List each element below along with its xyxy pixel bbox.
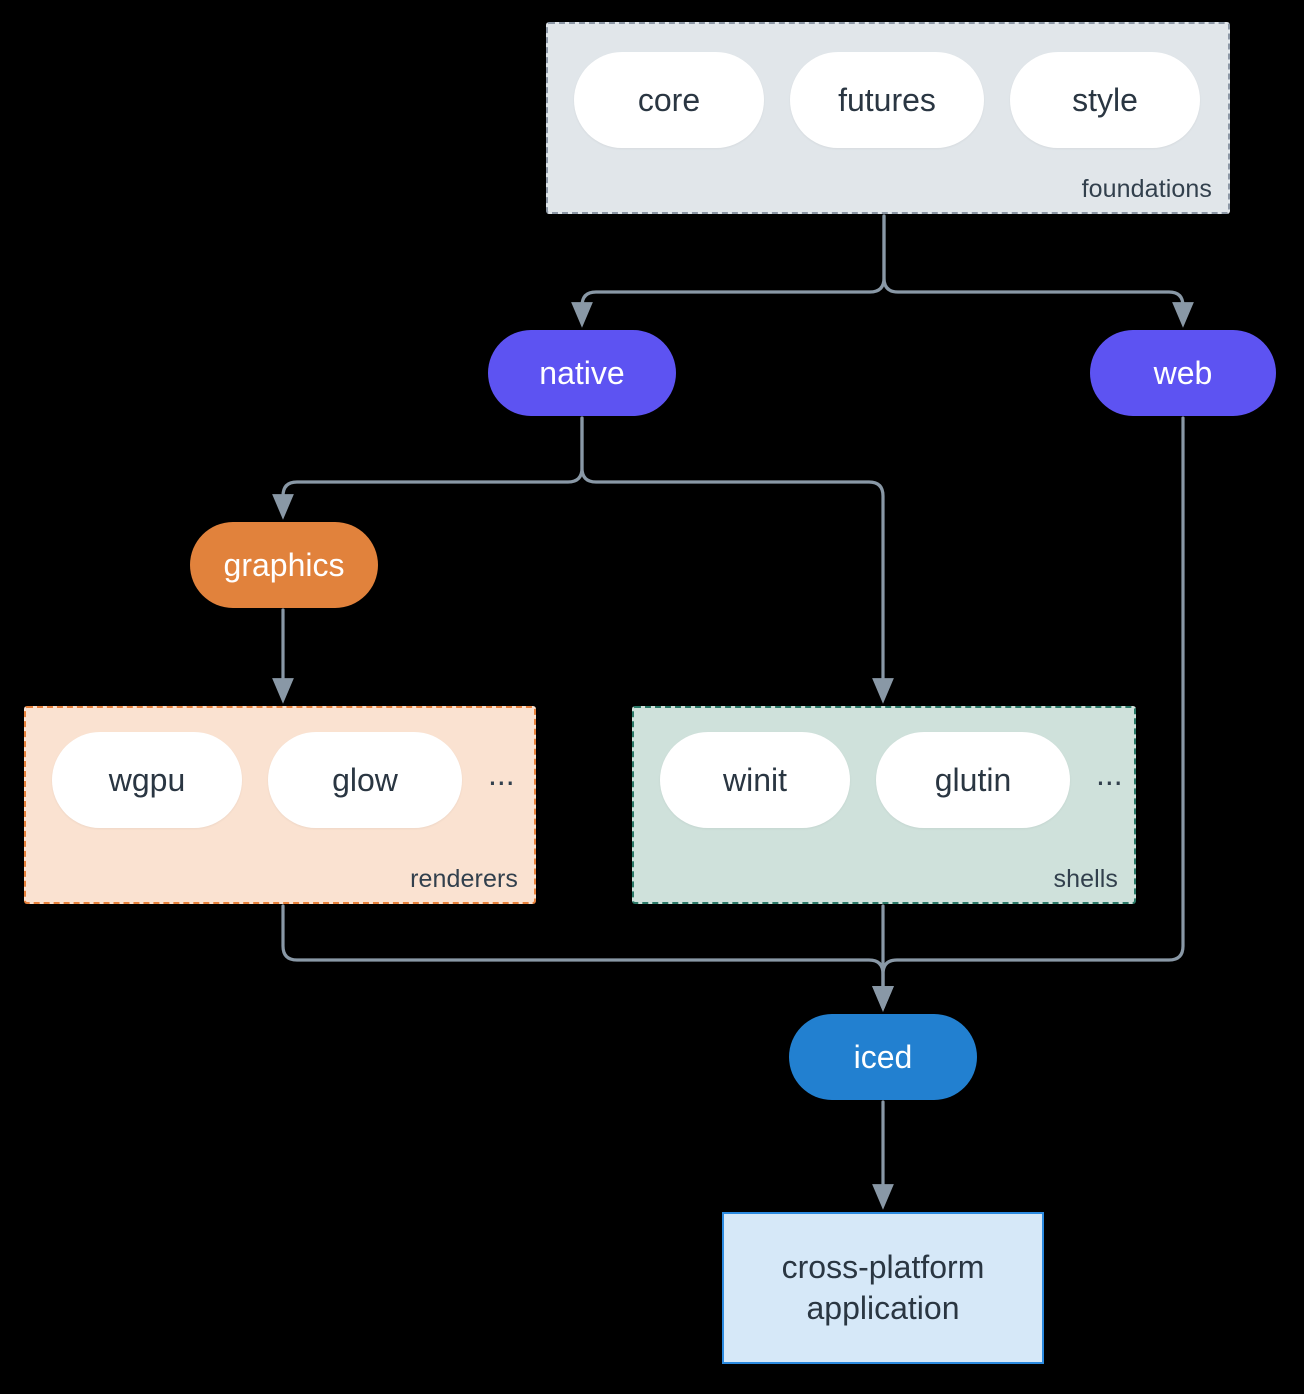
shells-more-ellipsis: ...: [1096, 756, 1123, 792]
node-glow[interactable]: glow: [268, 732, 462, 828]
node-cross-platform-application[interactable]: cross-platform application: [722, 1212, 1044, 1364]
edge-native-shells: [580, 416, 894, 704]
cluster-foundations-items: core futures style: [574, 52, 1200, 148]
node-iced[interactable]: iced: [789, 1014, 977, 1100]
cluster-shells: winit glutin ... shells: [632, 706, 1136, 904]
node-wgpu[interactable]: wgpu: [52, 732, 242, 828]
application-label-line2: application: [806, 1290, 960, 1326]
node-graphics[interactable]: graphics: [190, 522, 378, 608]
node-style[interactable]: style: [1010, 52, 1200, 148]
cluster-foundations-label: foundations: [1081, 175, 1212, 203]
cluster-renderers-items: wgpu glow ...: [52, 732, 515, 828]
edge-foundations-web: [882, 214, 1194, 328]
node-core[interactable]: core: [574, 52, 764, 148]
node-web[interactable]: web: [1090, 330, 1276, 416]
node-glutin[interactable]: glutin: [876, 732, 1070, 828]
edge-native-graphics: [272, 416, 584, 520]
cluster-shells-label: shells: [1053, 865, 1118, 893]
cluster-renderers: wgpu glow ... renderers: [24, 706, 536, 904]
renderers-more-ellipsis: ...: [488, 756, 515, 792]
cluster-renderers-label: renderers: [410, 865, 518, 893]
node-winit[interactable]: winit: [660, 732, 850, 828]
application-label-line1: cross-platform: [781, 1249, 985, 1286]
edge-foundations-native: [571, 214, 886, 328]
cluster-foundations: core futures style foundations: [546, 22, 1230, 214]
edge-renderers-iced: [281, 904, 894, 1012]
node-native[interactable]: native: [488, 330, 676, 416]
node-futures[interactable]: futures: [790, 52, 984, 148]
cluster-shells-items: winit glutin ...: [660, 732, 1123, 828]
